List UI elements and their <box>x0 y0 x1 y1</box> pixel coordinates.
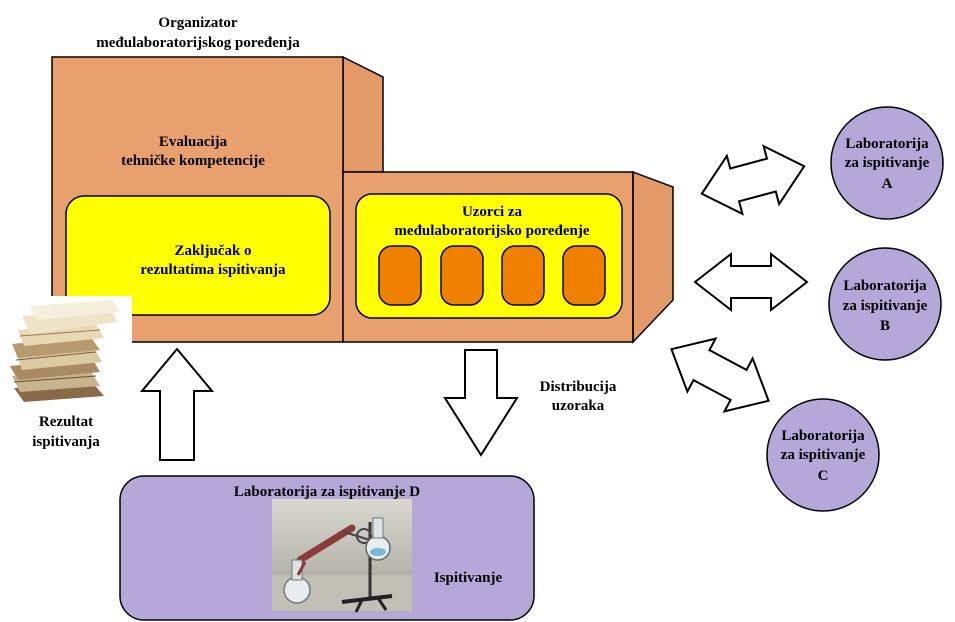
distribution-label-line1: Distribucija <box>540 379 617 395</box>
double-arrow-lab-b <box>693 251 809 313</box>
organizer-box-side <box>342 55 384 173</box>
sample-container-4 <box>562 245 606 306</box>
lab-b-line1: Laboratorija <box>843 278 927 294</box>
result-label-line2: ispitivanja <box>32 434 100 450</box>
lab-equipment-image <box>272 499 412 613</box>
lab-c-circle <box>766 398 880 512</box>
samples-box-front <box>342 171 634 343</box>
distribution-label-line2: uzoraka <box>552 398 605 414</box>
samples-label-line1: Uzorci za <box>462 204 523 220</box>
paper-stack-image <box>0 296 132 402</box>
evaluation-label-line2: tehničke kompetencije <box>121 153 265 169</box>
lab-a-line3: A <box>882 176 893 192</box>
samples-panel <box>355 193 623 319</box>
lab-c-line1: Laboratorija <box>781 428 865 444</box>
conclusion-label-line1: Zaključak o <box>174 243 251 259</box>
lab-c-line3: C <box>818 468 829 484</box>
samples-label-line2: međulaboratorijsko poređenje <box>394 223 589 239</box>
double-arrow-lab-c <box>670 337 770 413</box>
lab-b-circle <box>828 247 942 361</box>
lab-b-line3: B <box>880 318 890 334</box>
lab-a-line1: Laboratorija <box>845 136 929 152</box>
results-up-arrow <box>139 347 215 461</box>
distribution-down-arrow <box>443 349 519 457</box>
conclusion-label-line2: rezultatima ispitivanja <box>140 262 286 278</box>
result-label-line1: Rezultat <box>39 414 93 430</box>
lab-d-title: Laboratorija za ispitivanje D <box>234 484 420 500</box>
sample-container-3 <box>501 245 545 306</box>
sample-container-1 <box>378 245 422 306</box>
lab-d-activity: Ispitivanje <box>434 570 503 586</box>
lab-a-circle <box>830 106 944 220</box>
lab-b-line2: za ispitivanje <box>843 298 928 314</box>
evaluation-label-line1: Evaluacija <box>159 134 228 150</box>
conclusion-panel <box>65 195 331 316</box>
lab-c-line2: za ispitivanje <box>781 447 866 463</box>
lab-a-line2: za ispitivanje <box>845 155 930 171</box>
sample-container-2 <box>440 245 484 306</box>
organizer-title-line2: međulaboratorijskog poređenja <box>96 35 300 51</box>
organizer-title-line1: Organizator <box>158 15 237 31</box>
double-arrow-lab-a <box>700 144 806 216</box>
samples-box-side <box>632 170 674 344</box>
